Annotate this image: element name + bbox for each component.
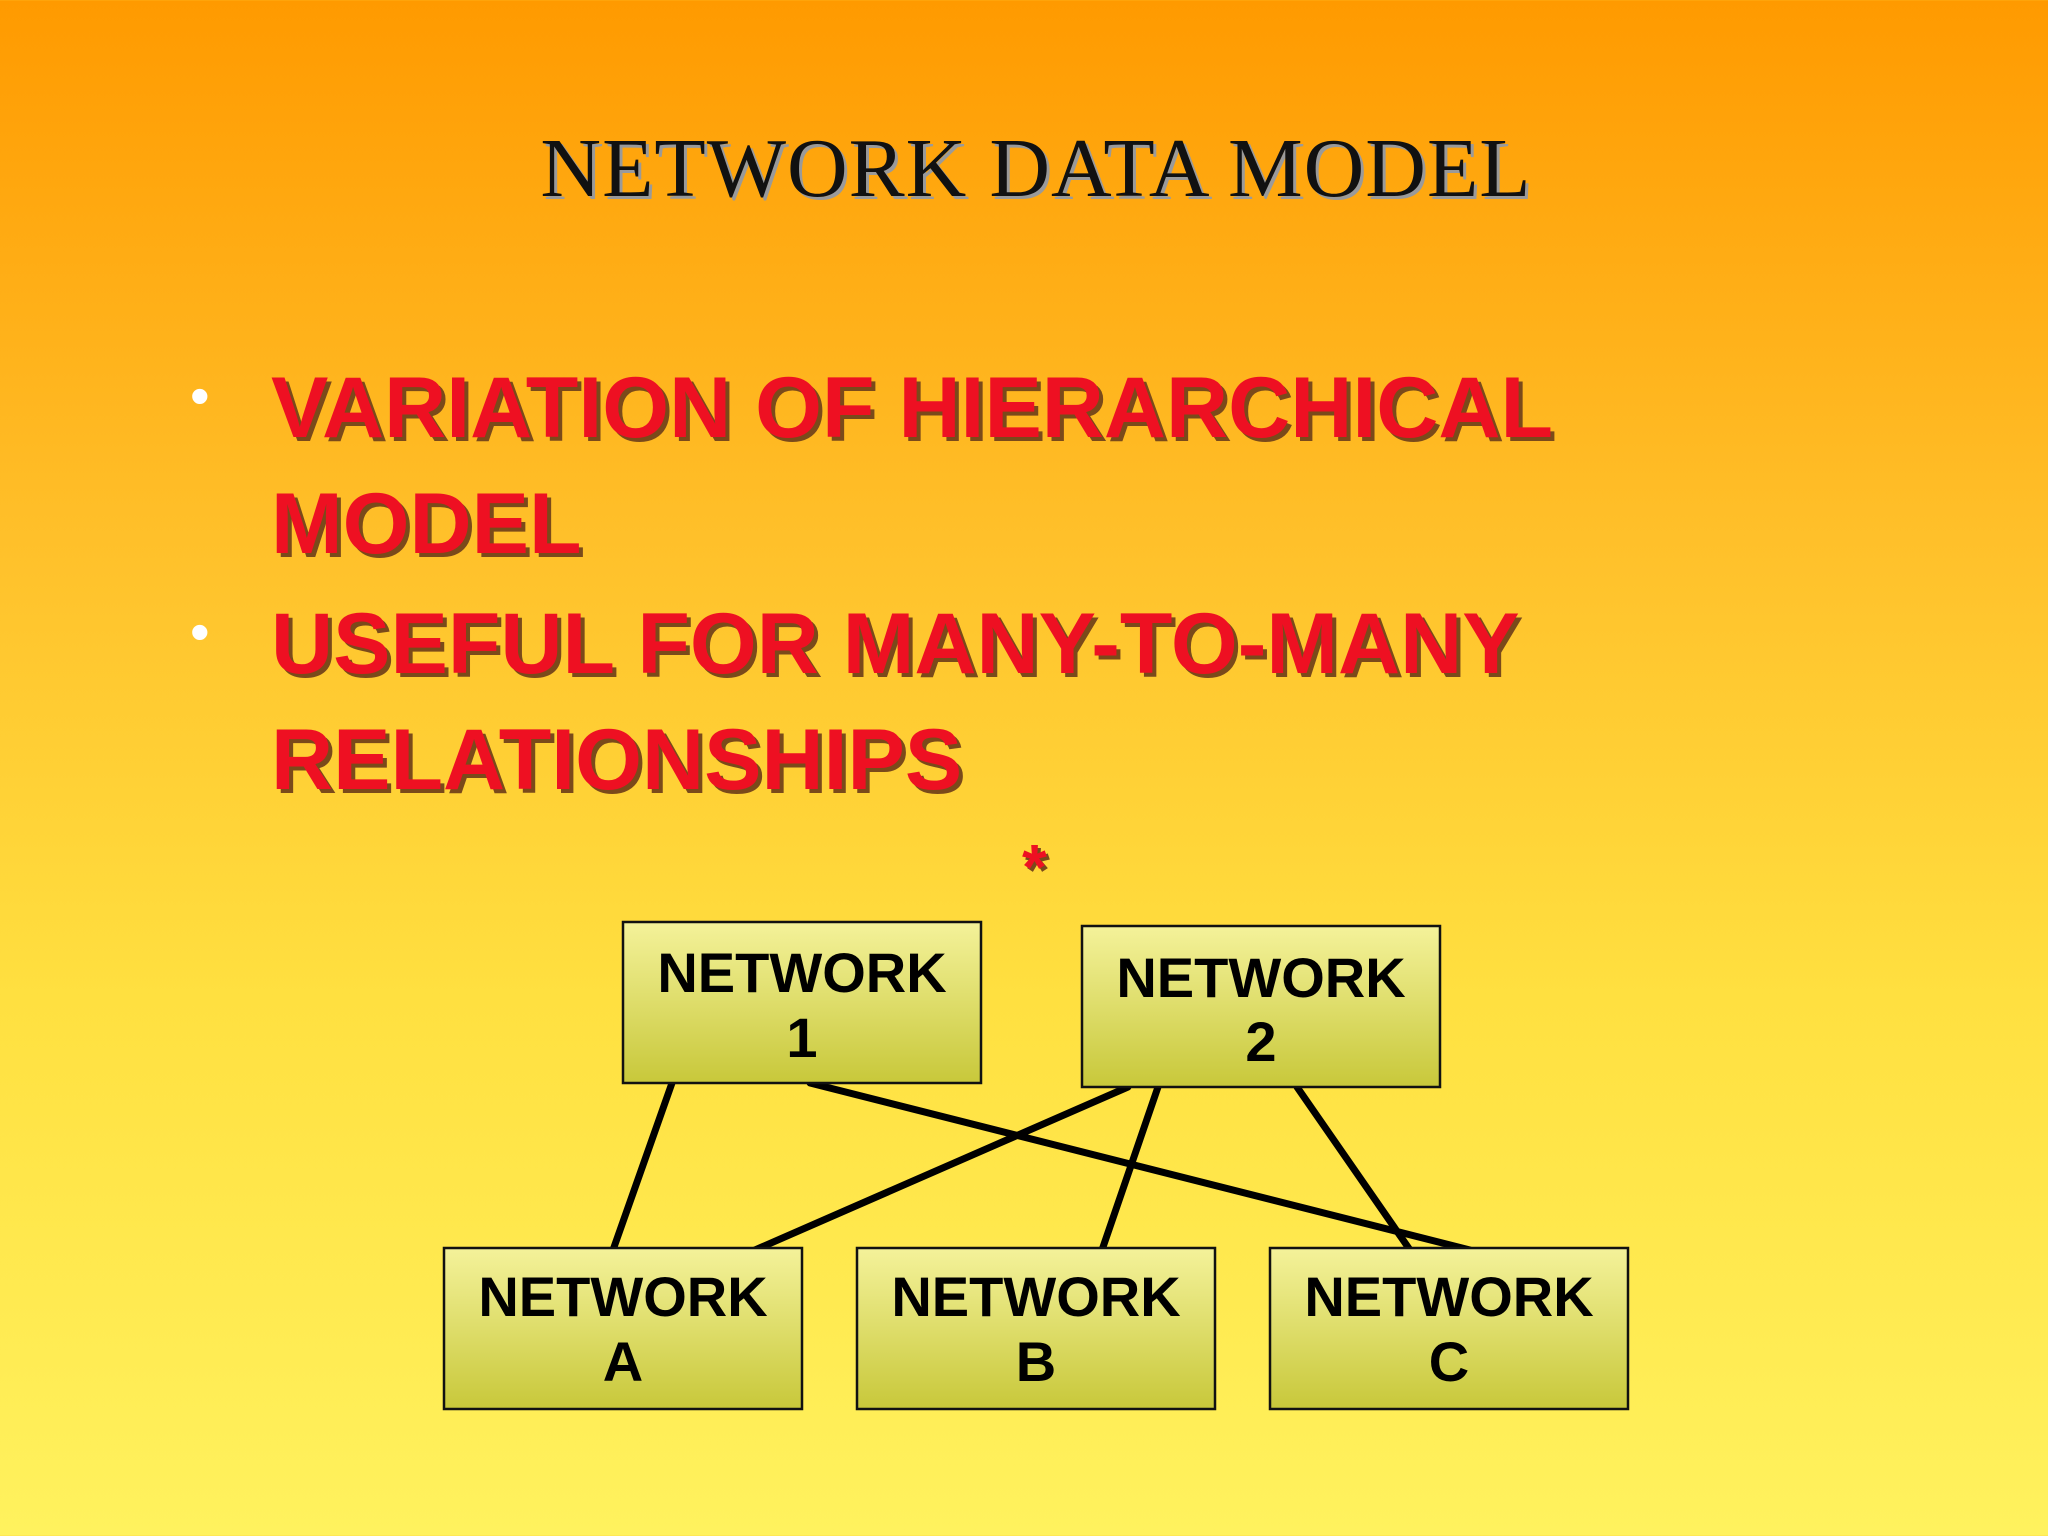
node-sublabel: 2 <box>1245 1010 1276 1073</box>
node-label: NETWORK <box>1304 1265 1593 1328</box>
bullet-text: USEFUL FOR MANY-TO-MANY RELATIONSHIPS <box>271 596 1519 808</box>
node-sublabel: 1 <box>786 1006 817 1069</box>
node-label: NETWORK <box>657 941 946 1004</box>
bullet-dot-icon: • <box>190 600 210 663</box>
edge-2-c <box>1293 1083 1414 1254</box>
bullet-text: VARIATION OF HIERARCHICAL MODEL <box>271 360 1552 572</box>
node-label: NETWORK <box>1116 946 1405 1009</box>
node-network-1: NETWORK 1 <box>621 920 983 1085</box>
asterisk-marker: * <box>1022 831 1047 903</box>
edge-1-a <box>609 1079 676 1254</box>
node-label: NETWORK <box>891 1265 1180 1328</box>
node-sublabel: C <box>1429 1330 1469 1393</box>
node-network-b: NETWORK B <box>855 1246 1217 1411</box>
node-sublabel: A <box>603 1330 643 1393</box>
node-network-a: NETWORK A <box>442 1246 804 1411</box>
bullet-item: • VARIATION OF HIERARCHICAL MODEL <box>190 350 1890 582</box>
bullet-item: • USEFUL FOR MANY-TO-MANY RELATIONSHIPS <box>190 586 1890 818</box>
edge-2-b <box>1098 1083 1162 1254</box>
slide-title: NETWORK DATA MODEL <box>540 122 1532 215</box>
bullet-dot-icon: • <box>190 364 210 427</box>
bullet-list: • VARIATION OF HIERARCHICAL MODEL • USEF… <box>190 350 1890 822</box>
node-sublabel: B <box>1016 1330 1056 1393</box>
node-label: NETWORK <box>478 1265 767 1328</box>
node-network-2: NETWORK 2 <box>1080 924 1442 1089</box>
node-network-c: NETWORK C <box>1268 1246 1630 1411</box>
edge-1-c <box>806 1079 1474 1254</box>
edge-2-a <box>751 1083 1132 1254</box>
